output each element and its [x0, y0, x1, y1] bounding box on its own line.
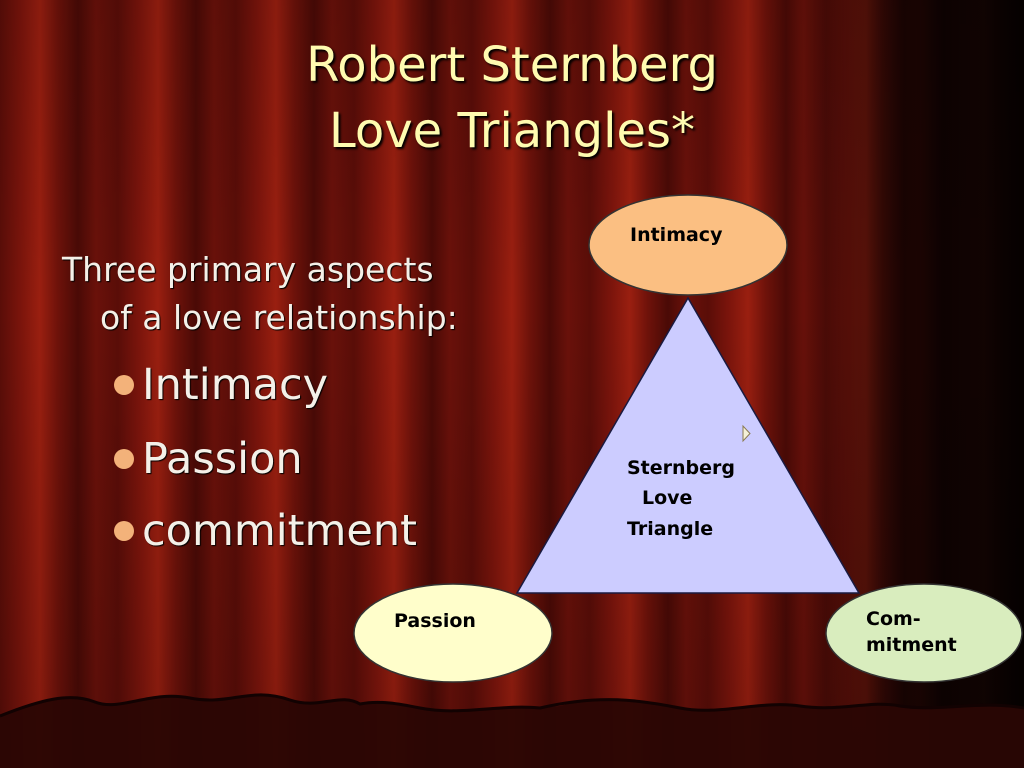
triangle-center-line3: Triangle — [627, 518, 713, 540]
passion-ellipse — [353, 583, 553, 683]
bullet-commitment: commitment — [114, 506, 417, 556]
intimacy-ellipse — [588, 194, 788, 296]
slide-title-line2: Love Triangles* — [329, 103, 695, 159]
commitment-label-line2: mitment — [866, 634, 957, 656]
slide-title-line1: Robert Sternberg — [306, 37, 718, 93]
play-marker-icon — [742, 424, 751, 443]
bullet-label: commitment — [142, 506, 417, 556]
bullet-passion: Passion — [114, 434, 303, 484]
triangle-center-line2: Love — [642, 487, 692, 509]
bullet-dot-icon — [114, 375, 134, 395]
commitment-label-line1: Com- — [866, 608, 921, 630]
bullet-intimacy: Intimacy — [114, 360, 328, 410]
intimacy-label: Intimacy — [630, 224, 723, 246]
commitment-ellipse — [825, 583, 1023, 683]
passion-label: Passion — [394, 610, 476, 632]
bullet-dot-icon — [114, 449, 134, 469]
bullet-label: Intimacy — [142, 360, 329, 410]
triangle-shape — [515, 296, 861, 594]
triangle-center-line1: Sternberg — [627, 457, 735, 479]
intro-line1: Three primary aspects — [62, 250, 434, 289]
bullet-label: Passion — [142, 434, 303, 484]
intro-line2: of a love relationship: — [100, 298, 458, 337]
bullet-dot-icon — [114, 521, 134, 541]
